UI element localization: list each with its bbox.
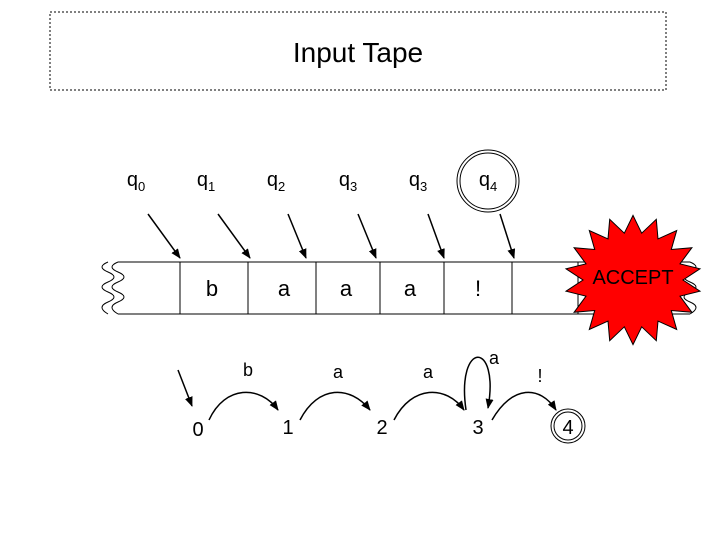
state-marker-subscript: 0 [138,179,145,194]
state-marker: q3 [409,169,427,194]
svg-text:q2: q2 [267,169,285,194]
pointer-arrow [147,213,181,259]
svg-text:q3: q3 [409,169,427,194]
state-marker-label: q [409,169,420,191]
state-marker-subscript: 3 [350,179,357,194]
svg-text:q1: q1 [197,169,215,194]
transition-label: ! [537,366,542,386]
svg-text:q0: q0 [127,169,145,194]
state-node-label: 3 [472,417,483,439]
state-marker-subscript: 2 [278,179,285,194]
page-title: Input Tape [293,37,423,68]
transition-label: a [333,362,344,382]
state-marker: q2 [267,169,285,194]
state-node-label: 0 [192,419,203,441]
state-marker-label: q [127,169,138,191]
accept-label: ACCEPT [592,267,673,289]
tape-cell: ! [475,276,481,301]
pointer-arrow [287,213,307,259]
state-markers: q0 q1 q2 q3 q3 q4 [127,149,520,213]
state-node-label: 1 [282,417,293,439]
self-loop-edge [463,356,494,411]
tape-cell: a [278,276,291,301]
pointer-arrow [357,213,377,259]
state-marker: q1 [197,169,215,194]
accept-burst: ACCEPT [564,214,702,346]
state-node: 0 [192,419,203,441]
state-node-final: 4 [550,408,586,444]
state-node: 3 [472,417,483,439]
pointer-arrow [499,213,516,259]
state-node: 2 [376,417,387,439]
state-node-label: 2 [376,417,387,439]
tape-cell: a [404,276,417,301]
transition-label: a [423,362,434,382]
state-node-label: 4 [562,417,573,439]
state-marker: q0 [127,169,145,194]
state-marker-label: q [479,169,490,191]
head-pointer-arrows [147,213,516,259]
transition-edge [393,391,465,421]
accept-burst-shape [564,214,702,346]
state-marker: q3 [339,169,357,194]
transition-edge [491,391,557,421]
state-marker-label: q [197,169,208,191]
state-marker-subscript: 4 [490,179,497,194]
transition-edge [299,391,371,421]
state-marker-final: q4 [456,149,520,213]
automaton: b a a a ! 0 1 2 3 4 [177,348,586,444]
state-marker-label: q [267,169,278,191]
state-node: 1 [282,417,293,439]
svg-text:q4: q4 [479,169,497,194]
pointer-arrow [217,213,251,259]
state-marker-subscript: 3 [420,179,427,194]
transition-edge [208,391,279,421]
state-marker-label: q [339,169,350,191]
transition-label: a [489,348,500,368]
tape-cell: a [340,276,353,301]
input-tape-title-box: Input Tape [49,11,667,91]
tape-cell: b [206,276,218,301]
pointer-arrow [427,213,445,259]
transition-label: b [243,360,253,380]
start-arrow [177,369,193,407]
svg-text:q3: q3 [339,169,357,194]
state-marker-subscript: 1 [208,179,215,194]
